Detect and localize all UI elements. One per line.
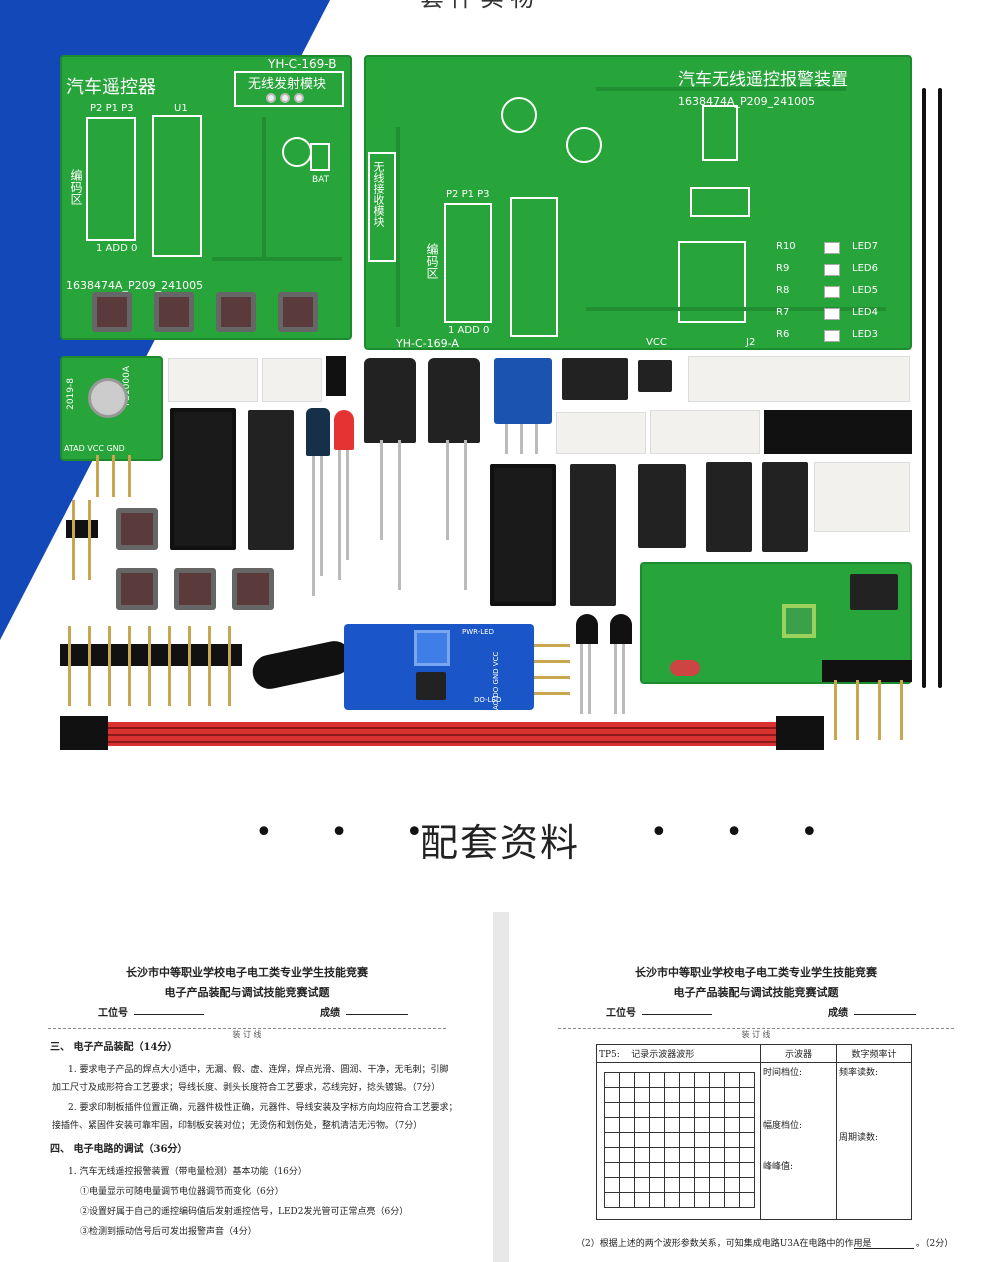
doc-left-p2b: 接插件、紧固件安装可靠牢固，印制板安装对位；无烫伤和划伤处，整机清洁无污物。（7… [52, 1121, 423, 1131]
doc-left: 长沙市中等职业学校电子电工类专业学生技能竞赛 电子产品装配与调试技能竞赛试题 工… [48, 912, 457, 1262]
doc-left-sec4: 四、 电子电路的调试（36分） [50, 1144, 188, 1155]
ic-chip-1 [248, 410, 294, 550]
pcb-b-add: 1 ADD 0 [96, 243, 138, 254]
doc-left-q1: 1. 汽车无线遥控报警装置（带电量检测）基本功能（16分） [68, 1167, 307, 1177]
record-label: 记录示波器波形 [631, 1050, 695, 1060]
transistor-2 [610, 614, 632, 644]
pcb-a-receiver-label: 无线接收模块 [372, 161, 385, 227]
ic-chip-2 [570, 464, 616, 606]
tactile-button-1 [116, 508, 158, 550]
doc-left-sec3: 三、 电子产品装配（14分） [50, 1042, 178, 1053]
doc-right-title1: 长沙市中等职业学校电子电工类专业学生技能竞赛 [635, 966, 877, 979]
pcb-b-model: YH-C-169-B [268, 57, 337, 71]
doc-right-field2: 成绩 [828, 1008, 848, 1019]
pin-header-male [60, 644, 242, 666]
pcb-a-board-id: 1638474A_P209_241005 [678, 95, 816, 108]
doc-left-p2: 2. 要求印制板插件位置正确，元器件极性正确，元器件、导线安装及字标方向均应符合… [68, 1103, 458, 1113]
led-5: LED5 [852, 285, 878, 296]
doc-left-title1: 长沙市中等职业学校电子电工类专业学生技能竞赛 [126, 966, 368, 979]
freq-read: 频率读数: [839, 1068, 879, 1078]
doc-left-q1c: ③检测到振动信号后可发出报警声音（4分） [80, 1227, 257, 1237]
time-pos: 时间档位: [763, 1068, 803, 1078]
pcb-a-j2: J2 [746, 337, 756, 348]
pcb-b-module-label: 无线发射模块 [248, 77, 327, 92]
pcb-a-code-area: 编码区 [425, 243, 439, 279]
osc-header: 示波器 [760, 1044, 837, 1063]
vibration-sensor-module: PWR-LED DO-LED AO DO GND VCC [344, 624, 534, 710]
res-r10: R10 [776, 241, 796, 252]
period-read: 周期读数: [839, 1133, 879, 1143]
tactile-button-3 [174, 568, 216, 610]
amp-pos: 幅度档位: [763, 1121, 803, 1131]
ic-socket-2 [490, 464, 556, 606]
pcb-a-title: 汽车无线遥控报警装置 [678, 70, 848, 90]
header-female-black [764, 410, 912, 454]
doc-left-q1b: ②设置好属于自己的遥控编码值后发射遥控信号，LED2发光管可正常点亮（6分） [80, 1207, 409, 1217]
vibration-sensor-cap [249, 637, 355, 693]
doc-left-q1a: ①电量显示可随电量调节电位器调节而变化（6分） [80, 1187, 284, 1197]
led-4: LED4 [852, 307, 878, 318]
doc-left-p1b: 加工尺寸及成形符合工艺要求；导线长度、剥头长度符合工艺要求，芯线完好，捻头镀锡。… [52, 1083, 441, 1093]
doc-right: 长沙市中等职业学校电子电工类专业学生技能竞赛 电子产品装配与调试技能竞赛试题 工… [558, 912, 954, 1262]
led-3: LED3 [852, 329, 878, 340]
ic-socket-1 [170, 408, 236, 550]
electrolytic-cap-2 [428, 358, 480, 443]
pcb-b-code-area: 编码区 [69, 169, 83, 205]
res-r6: R6 [776, 329, 790, 340]
receiver-module [640, 562, 912, 684]
electrolytic-cap-1 [364, 358, 416, 443]
doc-left-field2: 成绩 [320, 1008, 340, 1019]
pcb-alarm-board: 汽车无线遥控报警装置 1638474A_P209_241005 YH-C-169… [364, 55, 912, 350]
sensor-do-led: DO-LED [474, 696, 502, 704]
pcb-remote-board: 汽车遥控器 YH-C-169-B 无线发射模块 P2 P1 P3 编码区 1 A… [60, 55, 352, 340]
transmitter-pins: ATAD VCC GND [64, 444, 125, 453]
doc-left-title2: 电子产品装配与调试技能竞赛试题 [164, 986, 330, 999]
doc-right-q2-points: 。（2分） [916, 1239, 954, 1249]
tactile-button-4 [232, 568, 274, 610]
transmitter-date: 2019-8 [66, 378, 76, 410]
peak-value: 峰峰值: [763, 1162, 794, 1172]
pcb-a-pins: P2 P1 P3 [446, 189, 490, 200]
tactile-button-2 [116, 568, 158, 610]
transmitter-module: FS1000A 2019-8 ATAD VCC GND [60, 356, 163, 461]
doc-divider [493, 912, 509, 1262]
doc-left-dash: 装 订 线 [48, 1028, 446, 1040]
res-r8: R8 [776, 285, 790, 296]
pcb-a-add: 1 ADD 0 [448, 325, 490, 336]
potentiometer-blue [494, 358, 552, 424]
pcb-b-title: 汽车遥控器 [66, 77, 156, 98]
doc-right-field1: 工位号 [606, 1008, 636, 1019]
ribbon-cable [108, 722, 776, 746]
doc-right-q2: （2）根据上述的两个波形参数关系，可知集成电路U3A在电路中的作用是 [576, 1239, 872, 1249]
top-cut-title: 套件实物 [420, 0, 590, 12]
pcb-b-pins: P2 P1 P3 [90, 103, 134, 114]
led-6: LED6 [852, 263, 878, 274]
doc-left-field1: 工位号 [98, 1008, 128, 1019]
wire-black-2 [938, 88, 942, 688]
led-7: LED7 [852, 241, 878, 252]
doc-left-p1: 1. 要求电子产品的焊点大小适中，无漏、假、虚、连焊，焊点光滑、圆润、干净，无毛… [68, 1065, 449, 1075]
pcb-a-vcc: VCC [646, 337, 667, 348]
connector-white [168, 358, 258, 402]
freq-header: 数字频率计 [836, 1044, 912, 1063]
res-r7: R7 [776, 307, 790, 318]
dots-right: • • • [650, 815, 843, 850]
wire-black-1 [922, 88, 926, 688]
res-r9: R9 [776, 263, 790, 274]
doc-right-title2: 电子产品装配与调试技能竞赛试题 [673, 986, 839, 999]
pcb-b-board-id: 1638474A_P209_241005 [66, 279, 204, 292]
doc-right-dash: 装 订 线 [558, 1028, 954, 1040]
sensor-pins: AO DO GND VCC [492, 651, 500, 710]
section-title: 配套资料 [419, 821, 580, 865]
dots-left: • • • [255, 815, 448, 850]
tp5-label: TP5: [599, 1050, 620, 1060]
pcb-a-model: YH-C-169-A [396, 337, 459, 350]
sensor-pwr-led: PWR-LED [462, 628, 494, 636]
oscilloscope-grid [604, 1072, 755, 1208]
transistor-1 [576, 614, 598, 644]
